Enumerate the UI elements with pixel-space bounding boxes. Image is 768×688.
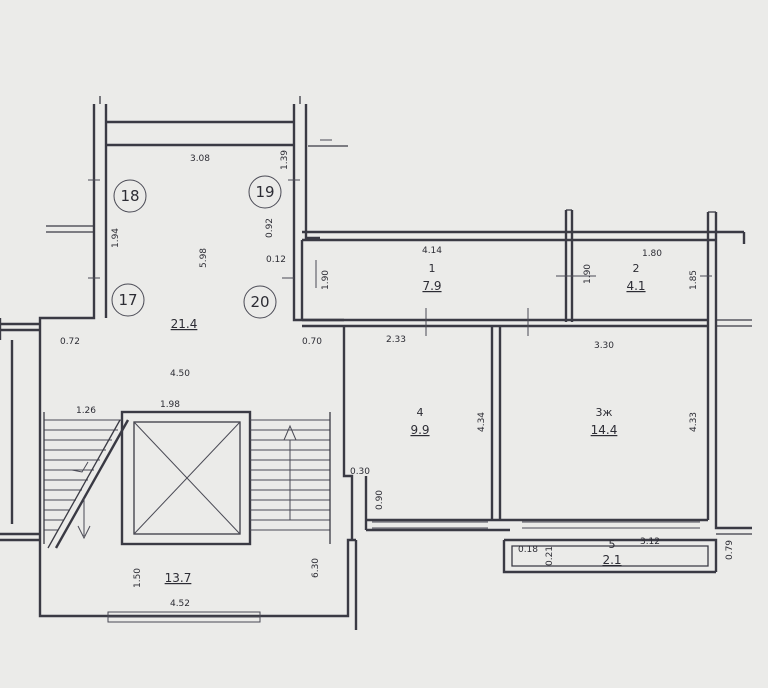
room-area: 7.9 bbox=[422, 279, 441, 293]
stair-flight-right bbox=[250, 412, 331, 544]
room-area: 2.1 bbox=[602, 553, 621, 567]
room-area: 4.1 bbox=[626, 279, 645, 293]
room-number: 3ж bbox=[596, 406, 613, 419]
dimension-label: 1.26 bbox=[76, 406, 96, 416]
landing-number: 19 bbox=[255, 183, 274, 201]
apartment-walls bbox=[300, 209, 752, 574]
room-5: 5 2.1 bbox=[602, 538, 621, 567]
dimension-label: 3.12 bbox=[640, 537, 660, 547]
dimensions: 3.08 1.39 1.94 5.98 0.92 0.12 0.72 0.70 … bbox=[60, 150, 735, 609]
dimension-label: 1.90 bbox=[583, 264, 593, 284]
room-4: 4 9.9 bbox=[410, 406, 429, 437]
room-3: 3ж 14.4 bbox=[591, 406, 618, 437]
dimension-label: 4.52 bbox=[170, 599, 190, 609]
dimension-label: 4.34 bbox=[477, 412, 487, 432]
dimension-label: 0.79 bbox=[725, 540, 735, 560]
dimension-label: 0.12 bbox=[266, 255, 286, 265]
landing-number: 20 bbox=[250, 293, 269, 311]
hall-lower-area: 13.7 bbox=[165, 571, 192, 585]
dimension-ticks bbox=[88, 139, 712, 336]
dimension-label: 0.21 bbox=[545, 546, 555, 566]
dimension-label: 1.50 bbox=[133, 568, 143, 588]
dimension-label: 1.80 bbox=[642, 249, 662, 259]
dimension-label: 4.50 bbox=[170, 369, 190, 379]
dimension-label: 0.70 bbox=[302, 337, 322, 347]
dimension-label: 3.08 bbox=[190, 154, 210, 164]
stair-landing-18: 18 bbox=[113, 179, 147, 213]
elevator-shaft bbox=[120, 410, 252, 546]
landing-number: 17 bbox=[118, 291, 137, 309]
dimension-label: 1.94 bbox=[111, 228, 121, 248]
dimension-label: 1.39 bbox=[280, 150, 290, 170]
landing-number: 18 bbox=[120, 187, 139, 205]
dimension-label: 4.14 bbox=[422, 246, 442, 256]
room-1: 1 7.9 bbox=[422, 262, 441, 293]
stair-landing-17: 17 bbox=[111, 283, 145, 317]
dimension-label: 0.18 bbox=[518, 545, 538, 555]
room-number: 1 bbox=[429, 262, 436, 275]
stairwell-walls bbox=[0, 96, 358, 630]
stair-landing-20: 20 bbox=[243, 285, 277, 319]
room-area: 14.4 bbox=[591, 423, 618, 437]
dimension-label: 1.85 bbox=[689, 270, 699, 290]
dimension-label: 5.98 bbox=[199, 248, 209, 268]
stair-landing-19: 19 bbox=[248, 175, 282, 209]
dimension-label: 0.72 bbox=[60, 337, 80, 347]
dimension-label: 0.90 bbox=[375, 490, 385, 510]
dimension-label: 0.92 bbox=[265, 218, 275, 238]
room-2: 2 4.1 bbox=[626, 262, 645, 293]
entrance-door bbox=[107, 611, 261, 623]
room-number: 5 bbox=[609, 538, 616, 551]
dimension-label: 1.90 bbox=[321, 270, 331, 290]
stair-flight-left bbox=[43, 412, 130, 549]
room-number: 2 bbox=[633, 262, 640, 275]
room-number: 4 bbox=[417, 406, 424, 419]
dimension-label: 0.30 bbox=[350, 467, 370, 477]
dimension-label: 6.30 bbox=[311, 558, 321, 578]
dimension-label: 1.98 bbox=[160, 400, 180, 410]
hall-upper-area: 21.4 bbox=[171, 317, 198, 331]
dimension-label: 2.33 bbox=[386, 335, 406, 345]
dimension-label: 3.30 bbox=[594, 341, 614, 351]
room-area: 9.9 bbox=[410, 423, 429, 437]
dimension-label: 4.33 bbox=[689, 412, 699, 432]
